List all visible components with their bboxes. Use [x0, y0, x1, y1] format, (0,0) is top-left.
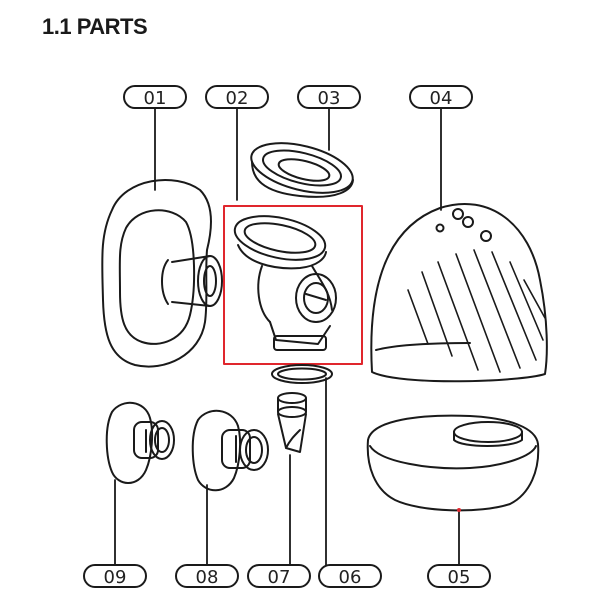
- label-05: 05: [427, 564, 491, 588]
- label-02: 02: [205, 85, 269, 109]
- label-01-text: 01: [144, 88, 167, 109]
- part-04-pump-cover: [370, 202, 548, 383]
- part-08-medium-insert: [191, 410, 269, 492]
- label-07-text: 07: [268, 567, 291, 588]
- red-dot-marker: [457, 508, 461, 512]
- label-03: 03: [297, 85, 361, 109]
- label-01: 01: [123, 85, 187, 109]
- label-03-text: 03: [318, 88, 341, 109]
- page-title: 1.1 PARTS: [42, 14, 148, 39]
- part-07-duckbill-valve: [277, 392, 307, 453]
- label-09-text: 09: [104, 567, 127, 588]
- part-09-small-insert: [105, 402, 175, 484]
- label-09: 09: [83, 564, 147, 588]
- label-08-text: 08: [196, 567, 219, 588]
- label-04-text: 04: [430, 88, 453, 109]
- label-04: 04: [409, 85, 473, 109]
- label-07: 07: [247, 564, 311, 588]
- part-03-valve-ring: [250, 142, 354, 198]
- label-02-text: 02: [226, 88, 249, 109]
- part-02-connector: [233, 215, 337, 351]
- label-06-text: 06: [339, 567, 362, 588]
- label-05-text: 05: [448, 567, 471, 588]
- highlight-box: [223, 205, 363, 365]
- part-05-base: [366, 414, 540, 512]
- part-06-o-ring: [271, 364, 333, 384]
- label-08: 08: [175, 564, 239, 588]
- part-01-breast-shield: [101, 178, 223, 368]
- label-06: 06: [318, 564, 382, 588]
- leader-lines: [114, 107, 460, 566]
